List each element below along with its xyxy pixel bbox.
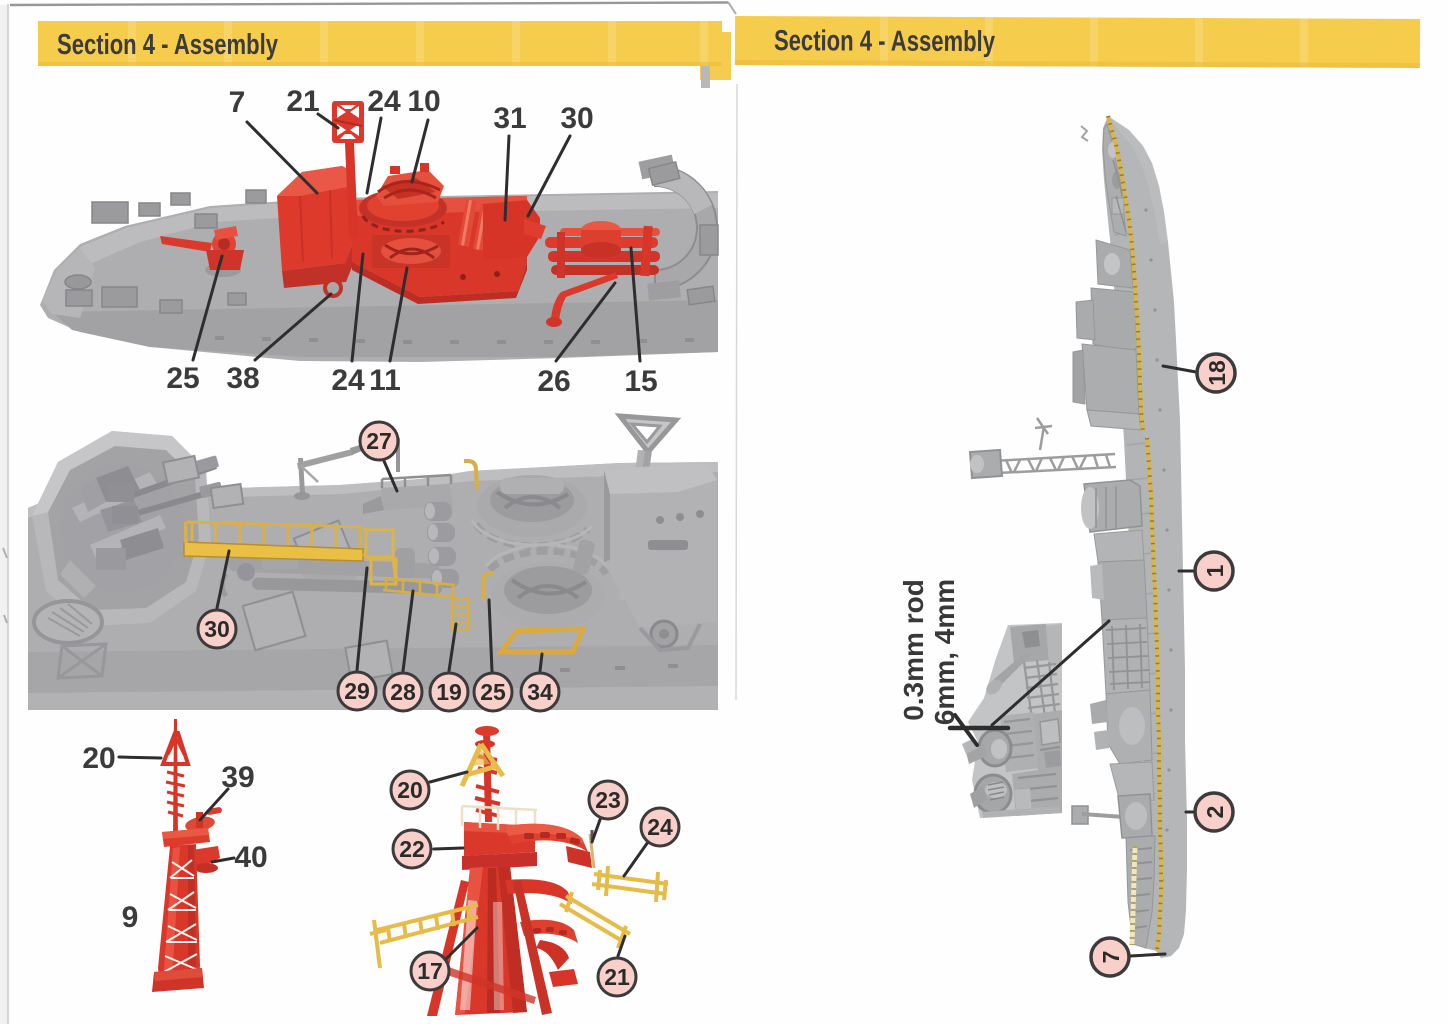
svg-text:18: 18 (1204, 360, 1230, 386)
svg-text:39: 39 (221, 761, 254, 794)
svg-text:26: 26 (537, 365, 570, 398)
svg-text:Section 4 - Assembly: Section 4 - Assembly (774, 25, 995, 58)
svg-text:2: 2 (1202, 806, 1228, 819)
svg-text:15: 15 (624, 365, 657, 398)
svg-text:1: 1 (1202, 564, 1228, 577)
svg-text:28: 28 (390, 679, 416, 705)
svg-text:21: 21 (286, 85, 319, 118)
svg-text:30: 30 (560, 102, 593, 135)
svg-text:34: 34 (527, 679, 553, 705)
svg-text:31: 31 (493, 102, 526, 135)
svg-text:25: 25 (480, 679, 506, 705)
svg-text:20: 20 (397, 777, 423, 803)
svg-text:24: 24 (367, 85, 401, 118)
svg-text:22: 22 (399, 836, 425, 862)
svg-text:11: 11 (369, 364, 401, 397)
svg-text:25: 25 (166, 362, 199, 395)
svg-text:9: 9 (122, 901, 139, 934)
svg-text:24: 24 (647, 814, 673, 840)
svg-text:19: 19 (436, 679, 462, 705)
svg-text:7: 7 (229, 86, 246, 119)
svg-text:7: 7 (1098, 951, 1124, 964)
svg-text:10: 10 (407, 85, 440, 118)
svg-text:0.3mm rod: 0.3mm rod (898, 579, 929, 721)
svg-text:Section 4 - Assembly: Section 4 - Assembly (57, 29, 278, 61)
svg-text:20: 20 (82, 742, 115, 775)
svg-text:21: 21 (604, 964, 630, 990)
svg-text:30: 30 (204, 616, 230, 642)
svg-text:24: 24 (331, 364, 365, 397)
svg-text:17: 17 (417, 958, 443, 984)
svg-text:40: 40 (234, 841, 267, 874)
svg-text:27: 27 (366, 428, 392, 454)
svg-text:38: 38 (226, 362, 259, 395)
svg-text:6mm, 4mm: 6mm, 4mm (929, 579, 960, 725)
svg-text:29: 29 (344, 678, 370, 704)
svg-text:23: 23 (595, 787, 621, 813)
